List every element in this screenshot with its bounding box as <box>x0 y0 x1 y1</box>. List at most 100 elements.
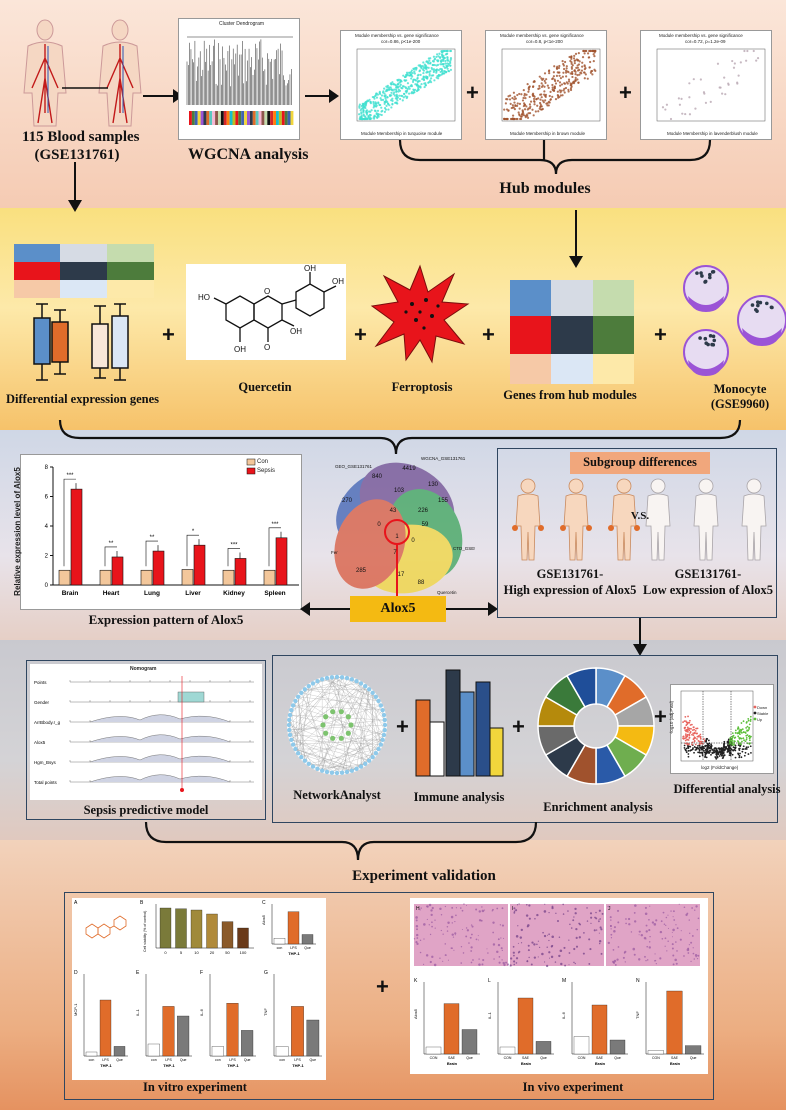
mini-y-label: IL-1 <box>135 1008 140 1016</box>
mini-y-label: IL-6 <box>199 1008 204 1016</box>
mini-x-label: LPS <box>229 1058 236 1062</box>
mini-bar <box>273 938 286 945</box>
viability-x-label: 10 <box>194 950 199 955</box>
venn-set-label: Quercetin <box>437 590 457 595</box>
mini-y-label: Alox5 <box>413 1008 418 1019</box>
viability-bar <box>237 927 249 949</box>
bar-sepsis <box>275 537 288 586</box>
immune-bars-icon <box>415 669 504 777</box>
network-hub-node <box>330 735 336 741</box>
nomogram-row-label: Alox5 <box>34 740 46 745</box>
bar-sepsis <box>111 556 124 586</box>
viability-y-label: Cell viability (% of control) <box>143 911 147 952</box>
person-head <box>568 478 584 494</box>
viability-x-label: 50 <box>225 950 230 955</box>
network-hub-node <box>330 709 336 715</box>
arrow-to-dendrogram <box>143 89 183 103</box>
scatter3-xlabel: Module Membership in lavenderblush modul… <box>667 131 758 136</box>
mini-bar <box>306 1019 320 1057</box>
volcano-ylabel: -log10 (adj.PVal) <box>669 700 675 735</box>
network-node <box>287 717 292 723</box>
network-hub-node <box>320 722 326 728</box>
network-node <box>319 768 325 773</box>
plus-5: + <box>482 322 495 347</box>
hand-highlight <box>608 525 614 531</box>
mini-y-label: TNF <box>263 1008 268 1016</box>
network-node <box>334 674 340 680</box>
plus-8: + <box>512 714 525 739</box>
network-node <box>315 678 320 684</box>
nomogram-row-label: Total points <box>34 780 58 785</box>
network-node <box>373 694 379 699</box>
venn-count: 226 <box>418 508 429 514</box>
volcano-legend-dot <box>753 717 757 721</box>
network-node <box>344 675 350 681</box>
network-node <box>329 770 335 775</box>
scatter1-sub: cor=0.86, p<1e-200 <box>381 39 421 44</box>
network-node <box>295 694 301 699</box>
panel-letter: J <box>608 906 611 912</box>
network-node <box>349 677 355 682</box>
mini-footer: THP-1 <box>292 1063 304 1068</box>
mini-y-label: IL-1 <box>487 1011 492 1019</box>
mini-bar <box>226 1003 239 1057</box>
mini-bar <box>609 1039 626 1055</box>
network-node <box>370 690 375 696</box>
network-hub-node <box>345 714 351 720</box>
mini-y-label: Alox5 <box>261 914 266 925</box>
network-node <box>293 698 298 704</box>
histology-image <box>510 904 604 966</box>
legend-swatch-sepsis <box>246 467 256 475</box>
mini-y-label: TNF <box>635 1011 640 1019</box>
mini-x-label: Que <box>244 1058 251 1062</box>
scatter-lavender-panel: Module membership vs. gene significance … <box>640 30 772 140</box>
plus-4: + <box>354 322 367 347</box>
mini-bar <box>425 1046 442 1055</box>
mini-x-label: Que <box>540 1056 547 1060</box>
dendrogram-title: Cluster Dendrogram <box>219 21 265 27</box>
quercetin-label: Quercetin <box>238 380 292 394</box>
mini-x-label: CON <box>504 1056 512 1060</box>
mini-bar <box>443 1003 460 1055</box>
mini-bar <box>517 997 534 1055</box>
mini-bar <box>685 1045 702 1055</box>
mini-x-label: con <box>277 946 283 950</box>
mini-x-label: SAE <box>671 1056 679 1060</box>
svg-text:O: O <box>264 343 270 352</box>
mini-bar <box>211 1046 224 1057</box>
alox5-center-label: Alox5 <box>380 601 416 616</box>
validation-bracket <box>144 822 538 861</box>
venn-count: 155 <box>438 498 449 504</box>
panel-letter: H <box>416 906 420 912</box>
network-node <box>344 769 350 775</box>
histology-image <box>606 904 700 966</box>
network-hub-node <box>348 722 354 728</box>
network-node <box>306 761 311 767</box>
x-tick-label: Brain <box>62 590 79 597</box>
bar-sepsis <box>234 558 247 586</box>
legend-swatch-con <box>246 458 256 466</box>
scatter2-xlabel: Module Membership in brown module <box>510 131 586 136</box>
panel-letter: B <box>140 900 144 906</box>
x-tick-label: Kidney <box>223 590 245 597</box>
network-node <box>310 764 316 769</box>
volcano-legend-stable: Stable <box>757 711 769 716</box>
mini-x-label: Que <box>690 1056 697 1060</box>
histology-image <box>414 904 508 966</box>
viability-bar <box>206 913 218 949</box>
network-hub-node <box>338 735 344 741</box>
panel-letter: A <box>74 900 78 906</box>
mini-x-label: con <box>151 1058 157 1062</box>
viability-bar <box>221 921 234 949</box>
mini-bar <box>461 1029 478 1055</box>
network-node <box>382 727 387 733</box>
hand-highlight <box>560 525 566 531</box>
mini-x-label: LPS <box>290 946 297 950</box>
network-node <box>376 746 381 752</box>
hand-highlight <box>512 525 518 531</box>
mini-bar <box>85 1051 98 1057</box>
validation-title: Experiment validation <box>352 868 496 884</box>
